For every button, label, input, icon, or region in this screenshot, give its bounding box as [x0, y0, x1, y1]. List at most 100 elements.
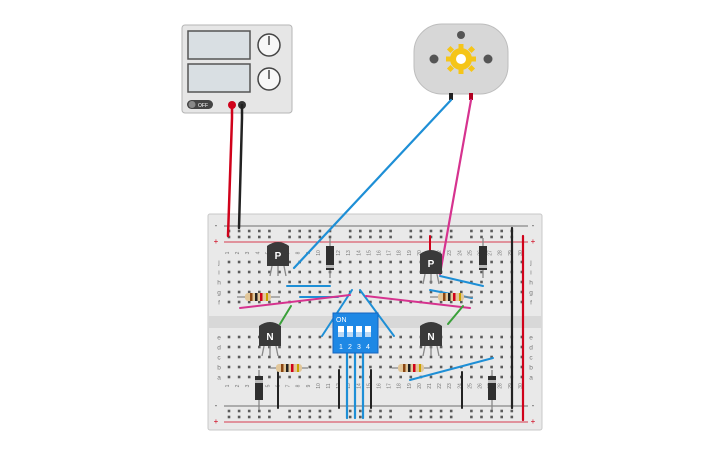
wire-green-right[interactable]: [447, 305, 464, 325]
rail-hole[interactable]: [500, 409, 503, 413]
breadboard-hole[interactable]: [379, 345, 382, 349]
breadboard-hole[interactable]: [268, 365, 271, 369]
rail-hole[interactable]: [480, 415, 483, 419]
rail-hole[interactable]: [227, 235, 231, 239]
rail-hole[interactable]: [439, 415, 443, 419]
power-supply[interactable]: OFF: [181, 24, 293, 114]
rail-hole[interactable]: [439, 229, 443, 233]
breadboard-hole[interactable]: [419, 355, 423, 359]
rail-hole[interactable]: [258, 415, 261, 419]
breadboard-hole[interactable]: [227, 355, 231, 359]
breadboard-hole[interactable]: [247, 335, 251, 339]
breadboard-hole[interactable]: [379, 355, 382, 359]
breadboard-hole[interactable]: [298, 280, 301, 284]
breadboard-hole[interactable]: [288, 270, 291, 274]
rail-hole[interactable]: [500, 415, 503, 419]
breadboard-hole[interactable]: [338, 280, 342, 284]
breadboard-hole[interactable]: [328, 375, 332, 379]
rail-hole[interactable]: [409, 235, 413, 239]
rail-hole[interactable]: [288, 409, 291, 413]
breadboard-hole[interactable]: [369, 270, 372, 274]
breadboard-hole[interactable]: [278, 270, 281, 274]
wire-green-left[interactable]: [279, 305, 292, 325]
breadboard-hole[interactable]: [318, 335, 322, 339]
dip-toggle-3[interactable]: [356, 326, 362, 337]
breadboard-hole[interactable]: [490, 260, 493, 264]
breadboard-hole[interactable]: [258, 290, 261, 294]
breadboard-hole[interactable]: [460, 290, 463, 294]
rail-hole[interactable]: [298, 229, 301, 233]
breadboard-hole[interactable]: [520, 345, 524, 349]
breadboard-hole[interactable]: [298, 345, 301, 349]
breadboard-hole[interactable]: [318, 375, 322, 379]
wires[interactable]: [226, 98, 525, 422]
breadboard-hole[interactable]: [268, 355, 271, 359]
diode-bottom-left[interactable]: [255, 370, 263, 410]
breadboard-hole[interactable]: [480, 270, 483, 274]
breadboard-hole[interactable]: [258, 300, 261, 304]
rail-hole[interactable]: [470, 235, 473, 239]
breadboard-hole[interactable]: [348, 280, 352, 284]
breadboard-hole[interactable]: [470, 345, 473, 349]
breadboard-hole[interactable]: [227, 300, 231, 304]
breadboard-hole[interactable]: [500, 375, 503, 379]
breadboard-hole[interactable]: [500, 335, 503, 339]
wire-magenta-motor[interactable]: [438, 98, 473, 276]
transistor-n-left[interactable]: N: [259, 322, 281, 357]
breadboard-hole[interactable]: [369, 290, 372, 294]
rail-hole[interactable]: [308, 235, 312, 239]
breadboard-hole[interactable]: [227, 270, 231, 274]
breadboard-hole[interactable]: [237, 345, 241, 349]
breadboard-hole[interactable]: [348, 300, 352, 304]
breadboard-hole[interactable]: [449, 260, 453, 264]
rail-hole[interactable]: [500, 229, 503, 233]
breadboard-hole[interactable]: [520, 335, 524, 339]
rail-hole[interactable]: [419, 409, 423, 413]
breadboard-hole[interactable]: [298, 335, 301, 339]
breadboard-hole[interactable]: [389, 365, 392, 369]
breadboard-hole[interactable]: [308, 290, 312, 294]
breadboard-hole[interactable]: [338, 300, 342, 304]
diode-top-right[interactable]: [479, 238, 487, 278]
rail-hole[interactable]: [449, 235, 453, 239]
rail-hole[interactable]: [247, 415, 251, 419]
breadboard-hole[interactable]: [369, 300, 372, 304]
breadboard-hole[interactable]: [449, 300, 453, 304]
rail-hole[interactable]: [379, 229, 382, 233]
breadboard-hole[interactable]: [227, 375, 231, 379]
breadboard-hole[interactable]: [247, 345, 251, 349]
breadboard-hole[interactable]: [389, 270, 392, 274]
rail-hole[interactable]: [318, 415, 322, 419]
breadboard-hole[interactable]: [328, 290, 332, 294]
breadboard-hole[interactable]: [439, 375, 443, 379]
breadboard-hole[interactable]: [470, 300, 473, 304]
rail-hole[interactable]: [268, 235, 271, 239]
rail-hole[interactable]: [237, 409, 241, 413]
power-switch[interactable]: OFF: [187, 100, 213, 109]
breadboard-hole[interactable]: [429, 375, 433, 379]
rail-hole[interactable]: [298, 415, 301, 419]
rail-hole[interactable]: [389, 409, 392, 413]
rail-hole[interactable]: [369, 415, 372, 419]
rail-hole[interactable]: [369, 235, 372, 239]
rail-hole[interactable]: [379, 415, 382, 419]
rail-hole[interactable]: [419, 229, 423, 233]
breadboard-hole[interactable]: [480, 375, 483, 379]
breadboard-hole[interactable]: [480, 365, 483, 369]
rail-hole[interactable]: [328, 235, 332, 239]
breadboard-hole[interactable]: [318, 280, 322, 284]
breadboard-hole[interactable]: [449, 270, 453, 274]
breadboard-hole[interactable]: [237, 300, 241, 304]
breadboard-hole[interactable]: [399, 300, 402, 304]
breadboard-hole[interactable]: [278, 375, 281, 379]
dip-toggle-1[interactable]: [338, 326, 344, 337]
breadboard-hole[interactable]: [268, 300, 271, 304]
motor-lead-left[interactable]: [449, 93, 453, 100]
breadboard-hole[interactable]: [237, 290, 241, 294]
breadboard-hole[interactable]: [480, 280, 483, 284]
rail-hole[interactable]: [490, 409, 493, 413]
breadboard-hole[interactable]: [278, 345, 281, 349]
breadboard-hole[interactable]: [328, 300, 332, 304]
breadboard-hole[interactable]: [308, 335, 312, 339]
rail-hole[interactable]: [389, 229, 392, 233]
